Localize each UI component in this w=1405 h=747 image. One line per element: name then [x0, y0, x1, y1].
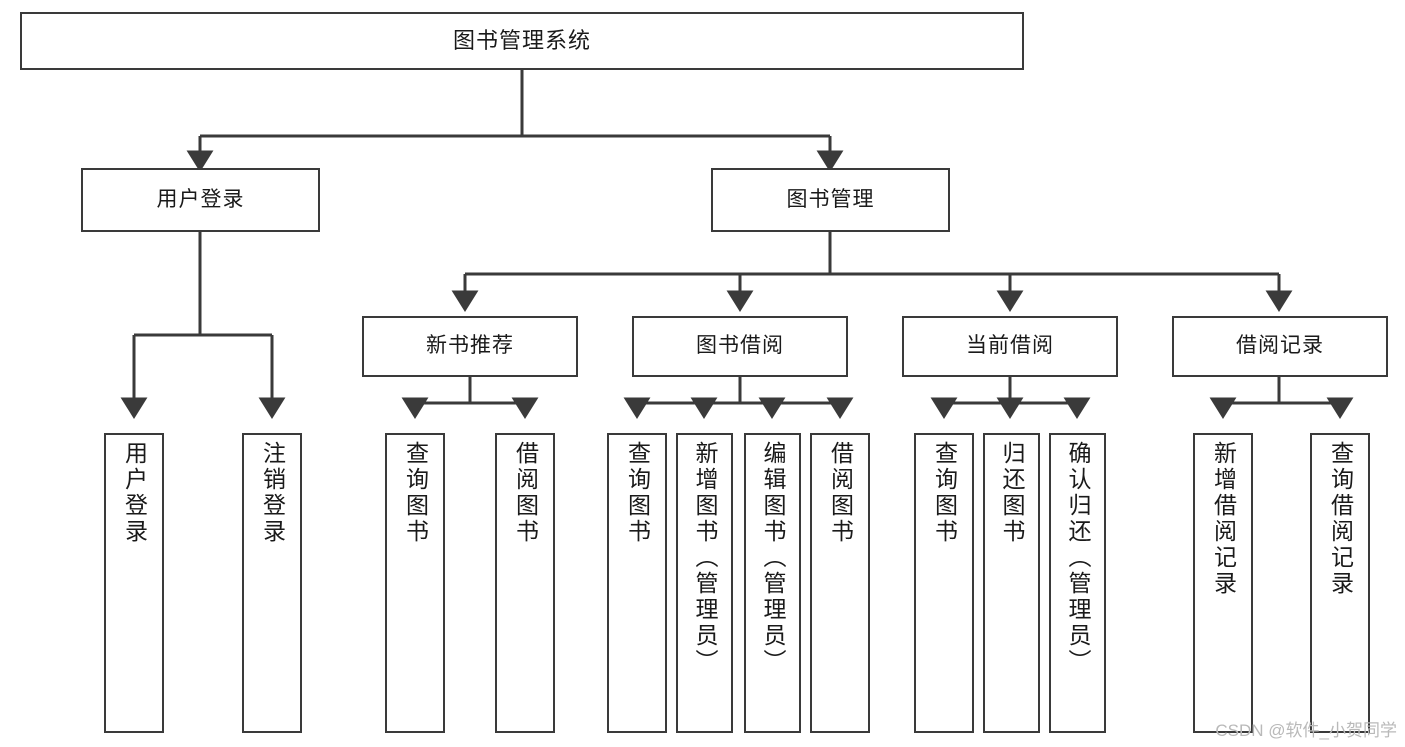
node-user-login[interactable]: 用户登录	[81, 168, 320, 232]
node-label: 借阅记录	[1236, 334, 1324, 358]
leaf-borrow-edit-book-admin[interactable]: 编辑图书（管理员）	[744, 433, 801, 733]
leaf-recommend-borrow-book[interactable]: 借阅图书	[495, 433, 555, 733]
node-book-borrow[interactable]: 图书借阅	[632, 316, 848, 377]
node-label: 用户登录	[156, 187, 245, 211]
node-label: 图书管理系统	[452, 28, 591, 54]
node-label: 当前借阅	[966, 334, 1054, 358]
node-new-book-recommend[interactable]: 新书推荐	[362, 316, 578, 377]
node-label: 图书管理	[786, 187, 875, 211]
node-label: 借阅图书	[512, 441, 539, 545]
node-label: 查询借阅记录	[1327, 441, 1354, 597]
node-label: 借阅图书	[827, 441, 854, 545]
leaf-current-query-book[interactable]: 查询图书	[914, 433, 974, 733]
node-label: 确认归还（管理员）	[1065, 441, 1091, 675]
node-label: 新书推荐	[426, 334, 514, 358]
node-book-management[interactable]: 图书管理	[711, 168, 950, 232]
leaf-user-login-signout[interactable]: 注销登录	[242, 433, 302, 733]
leaf-current-confirm-return-admin[interactable]: 确认归还（管理员）	[1049, 433, 1106, 733]
node-borrow-record[interactable]: 借阅记录	[1172, 316, 1388, 377]
node-label: 查询图书	[931, 441, 958, 545]
node-root-system[interactable]: 图书管理系统	[20, 12, 1024, 70]
node-label: 查询图书	[624, 441, 651, 545]
leaf-borrow-borrow-book[interactable]: 借阅图书	[810, 433, 870, 733]
leaf-borrow-query-book[interactable]: 查询图书	[607, 433, 667, 733]
node-label: 用户登录	[121, 441, 148, 545]
node-label: 新增借阅记录	[1210, 441, 1237, 597]
leaf-recommend-query-book[interactable]: 查询图书	[385, 433, 445, 733]
leaf-current-return-book[interactable]: 归还图书	[983, 433, 1040, 733]
node-label: 归还图书	[999, 441, 1025, 545]
leaf-record-add-record[interactable]: 新增借阅记录	[1193, 433, 1253, 733]
node-current-borrow[interactable]: 当前借阅	[902, 316, 1118, 377]
node-label: 注销登录	[259, 441, 286, 545]
node-label: 查询图书	[402, 441, 429, 545]
leaf-user-login-signin[interactable]: 用户登录	[104, 433, 164, 733]
leaf-record-query-record[interactable]: 查询借阅记录	[1310, 433, 1370, 733]
node-label: 图书借阅	[696, 334, 784, 358]
node-label: 新增图书（管理员）	[692, 441, 718, 675]
csdn-watermark: CSDN @软件_小贺同学	[1215, 721, 1397, 740]
leaf-borrow-add-book-admin[interactable]: 新增图书（管理员）	[676, 433, 733, 733]
node-label: 编辑图书（管理员）	[760, 441, 786, 675]
